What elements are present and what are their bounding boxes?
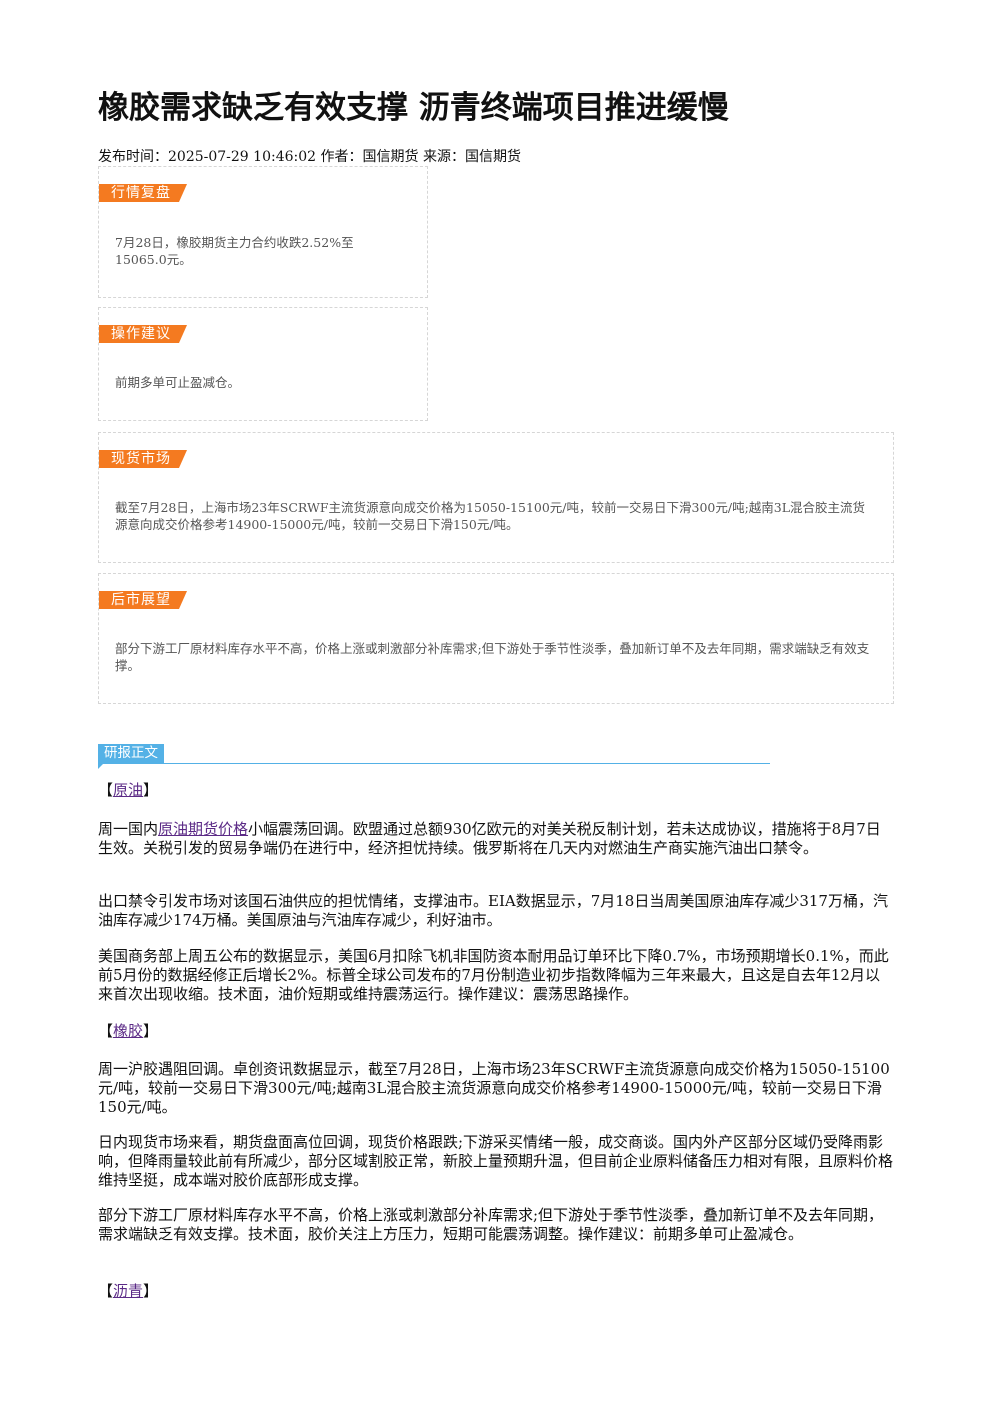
rubber-paragraph-1: 周一沪胶遇阻回调。卓创资讯数据显示，截至7月28日，上海市场23年SCRWF主流…: [98, 1060, 890, 1116]
crude-paragraph-2: 出口禁令引发市场对该国石油供应的担忧情绪，支撑油市。EIA数据显示，7月18日当…: [98, 892, 888, 929]
article-meta: 发布时间：2025-07-29 10:46:02 作者：国信期货 来源：国信期货: [98, 149, 521, 165]
advice-tag: 操作建议: [99, 325, 187, 343]
crude-heading: 【原油】: [98, 780, 158, 800]
crude-paragraph-3: 美国商务部上周五公布的数据显示，美国6月扣除飞机非国防资本耐用品订单环比下降0.…: [98, 947, 889, 1003]
advice-text: 前期多单可止盈减仓。: [115, 375, 241, 390]
bracket-open: 【: [98, 781, 114, 799]
rubber-paragraph-3: 部分下游工厂原材料库存水平不高，价格上涨或刺激部分补库需求;但下游处于季节性淡季…: [98, 1206, 884, 1243]
bracket-open: 【: [98, 1022, 114, 1040]
section-divider: [98, 763, 770, 764]
spot-text: 截至7月28日，上海市场23年SCRWF主流货源意向成交价格为15050-151…: [115, 500, 866, 532]
report-section-header: 研报正文: [98, 743, 770, 769]
crude-price-link[interactable]: 原油期货价格: [158, 820, 249, 838]
spot-card: 现货市场 截至7月28日，上海市场23年SCRWF主流货源意向成交价格为1505…: [98, 432, 894, 563]
bracket-close: 】: [143, 1282, 159, 1300]
report-section-label: 研报正文: [98, 744, 164, 763]
review-tag: 行情复盘: [99, 184, 187, 202]
asphalt-link[interactable]: 沥青: [113, 1282, 144, 1300]
page-title: 橡胶需求缺乏有效支撑 沥青终端项目推进缓慢: [98, 90, 729, 126]
outlook-text: 部分下游工厂原材料库存水平不高，价格上涨或刺激部分补库需求;但下游处于季节性淡季…: [115, 641, 870, 673]
crude-link[interactable]: 原油: [113, 781, 144, 799]
rubber-link[interactable]: 橡胶: [113, 1022, 144, 1040]
crude-paragraph-1: 周一国内原油期货价格小幅震荡回调。欧盟通过总额930亿欧元的对美关税反制计划，若…: [98, 820, 894, 858]
spot-tag: 现货市场: [99, 450, 187, 468]
bracket-close: 】: [143, 1022, 159, 1040]
outlook-card: 后市展望 部分下游工厂原材料库存水平不高，价格上涨或刺激部分补库需求;但下游处于…: [98, 573, 894, 704]
outlook-tag: 后市展望: [99, 591, 187, 609]
rubber-paragraph-2: 日内现货市场来看，期货盘面高位回调，现货价格跟跌;下游采买情绪一般，成交商谈。国…: [98, 1133, 894, 1189]
review-card: 行情复盘 7月28日，橡胶期货主力合约收跌2.52%至15065.0元。: [98, 166, 428, 298]
rubber-heading: 【橡胶】: [98, 1021, 158, 1041]
review-text: 7月28日，橡胶期货主力合约收跌2.52%至15065.0元。: [115, 235, 354, 267]
advice-card: 操作建议 前期多单可止盈减仓。: [98, 307, 428, 421]
section-corner-mark: [98, 763, 104, 769]
asphalt-heading: 【沥青】: [98, 1281, 158, 1301]
bracket-close: 】: [143, 781, 159, 799]
bracket-open: 【: [98, 1282, 114, 1300]
crude-p1-rest: 小幅震荡回调。欧盟通过总额930亿欧元的对美关税反制计划，若未达成协议，措施将于…: [98, 820, 881, 857]
crude-p1-prefix: 周一国内: [98, 820, 159, 838]
